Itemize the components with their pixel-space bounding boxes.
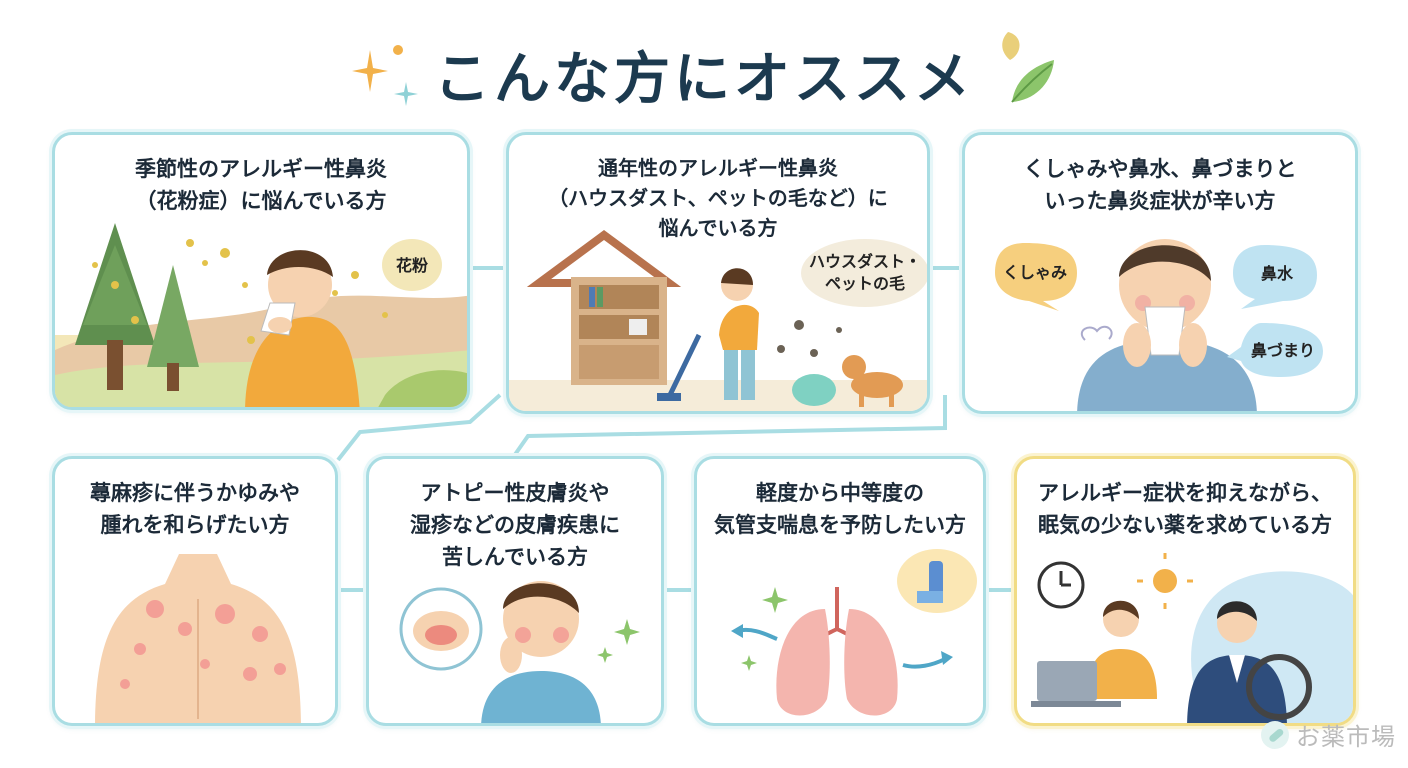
airflow-arrow-icon	[731, 624, 953, 669]
sparkle-icon	[741, 587, 788, 671]
bubble-congestion: 鼻づまり	[1227, 323, 1323, 377]
card-nasal-symptoms: くしゃみ 鼻水 鼻づまり くしゃみや鼻水、鼻づまりと いった鼻炎症状が辛い方	[962, 132, 1358, 414]
bubble-label-pollen: 花粉	[396, 256, 428, 275]
page-title: こんな方にオススメ	[434, 47, 974, 112]
dust-mite-icon	[777, 320, 842, 357]
skin-closeup-icon	[399, 587, 483, 671]
bubble-label-congestion: 鼻づまり	[1251, 341, 1315, 360]
bubble-runny-nose: 鼻水	[1233, 245, 1317, 309]
lungs-icon	[776, 587, 898, 716]
card-seasonal-allergy: 花粉 季節性のアレルギー性鼻炎 （花粉症）に悩んでいる方	[52, 132, 470, 410]
sparkle-icon	[352, 45, 418, 106]
sparkle-icon	[597, 619, 640, 663]
clock-icon	[1037, 561, 1085, 609]
bubble-dust: ハウスダスト・ ペットの毛	[801, 239, 927, 307]
bubble-label-dust-line1: ハウスダスト・	[809, 252, 921, 271]
bubble-label-runny-nose: 鼻水	[1261, 264, 1294, 283]
itchy-face-icon	[481, 581, 601, 723]
vacuum-cleaner-icon	[657, 333, 836, 406]
tissue-person-icon	[1077, 239, 1257, 411]
card-hives: 蕁麻疹に伴うかゆみや 腫れを和らげたい方	[52, 456, 338, 726]
card-low-drowsiness: アレルギー症状を抑えながら、 眠気の少ない薬を求めている方	[1014, 456, 1356, 726]
bubble-label-dust-line2: ペットの毛	[825, 274, 905, 293]
card-caption: アレルギー症状を抑えながら、 眠気の少ない薬を求めている方	[1038, 481, 1332, 537]
inhaler-icon	[897, 549, 977, 613]
bubble-label-sneeze: くしゃみ	[1003, 263, 1067, 282]
pill-logo-icon	[1261, 721, 1289, 749]
laptop-worker-icon	[1031, 600, 1157, 707]
card-caption: 軽度から中等度の 気管支喘息を予防したい方	[714, 481, 966, 537]
card-caption: アトピー性皮膚炎や 湿疹などの皮膚疾患に 苦しんでいる方	[410, 481, 620, 569]
card-caption: 通年性のアレルギー性鼻炎 （ハウスダスト、ペットの毛など）に 悩んでいる方	[548, 156, 888, 240]
back-rash-icon	[95, 554, 301, 723]
card-caption: 蕁麻疹に伴うかゆみや 腫れを和らげたい方	[90, 481, 300, 537]
card-caption: 季節性のアレルギー性鼻炎 （花粉症）に悩んでいる方	[135, 157, 387, 213]
bubble-pollen: 花粉	[382, 239, 442, 291]
dog-icon	[842, 355, 903, 407]
bubble-sneeze: くしゃみ	[995, 243, 1077, 311]
house-icon	[526, 230, 682, 385]
driver-icon	[1187, 601, 1312, 723]
sneezing-person-icon	[245, 250, 360, 407]
sun-icon	[1137, 553, 1193, 609]
pollen-icon	[92, 239, 388, 344]
card-asthma: 軽度から中等度の 気管支喘息を予防したい方	[694, 456, 986, 726]
card-caption: くしゃみや鼻水、鼻づまりと いった鼻炎症状が辛い方	[1023, 157, 1297, 213]
card-atopic-dermatitis: アトピー性皮膚炎や 湿疹などの皮膚疾患に 苦しんでいる方	[366, 456, 664, 726]
leaf-icon	[1002, 32, 1054, 103]
watermark: お薬市場	[1296, 723, 1396, 751]
card-perennial-allergy: ハウスダスト・ ペットの毛 通年性のアレルギー性鼻炎 （ハウスダスト、ペットの毛…	[506, 132, 930, 414]
